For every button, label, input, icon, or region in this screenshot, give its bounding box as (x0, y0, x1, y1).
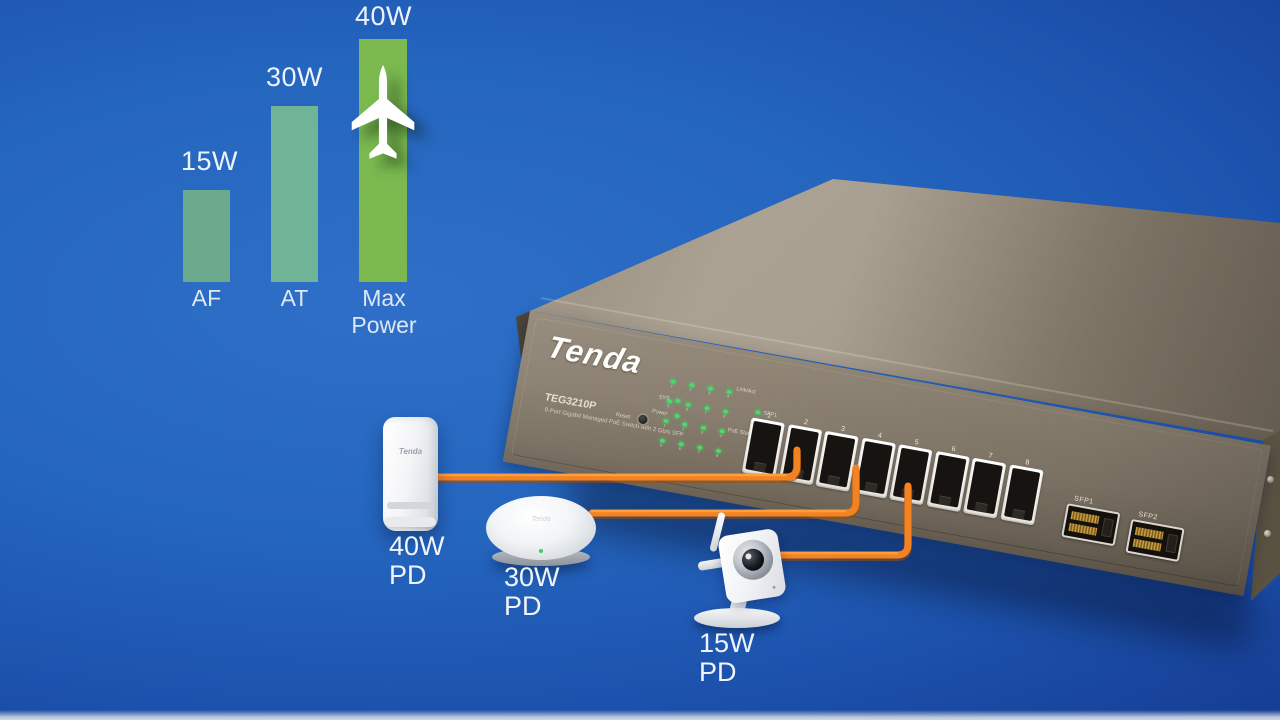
cpe-band (387, 502, 434, 509)
led-cell: 1 (668, 379, 676, 389)
ip-camera-device (686, 508, 798, 628)
led-cell: 7 (695, 445, 703, 455)
port-jack (745, 420, 782, 475)
port-bezel (962, 457, 1007, 519)
led-number: 1 (670, 383, 674, 389)
bar-value-at: 30W (266, 62, 324, 92)
port-bezel (815, 430, 859, 492)
sfp-pins (1132, 538, 1162, 552)
bar-category-max: Max Power (351, 285, 417, 338)
ap-status-led (539, 549, 543, 553)
led-cell: 5 (665, 398, 673, 409)
floor-strip (0, 710, 1280, 720)
sfp-pins (1068, 522, 1098, 536)
led-number: 2 (681, 426, 685, 432)
led-cell: 1 (661, 418, 669, 428)
ap-brand-label: Tenda (531, 516, 551, 523)
sfp-pins (1134, 526, 1164, 540)
cpe-brand-label: Tenda (398, 447, 423, 456)
jack-clip (826, 475, 841, 487)
jack-clip (1011, 508, 1025, 520)
bar-category-at: AT (280, 285, 309, 311)
led-cell: 7 (702, 405, 710, 416)
port-bezel (778, 424, 822, 486)
cpe-watts: 40W (389, 531, 445, 561)
port-jack (929, 454, 967, 508)
jack-clip (974, 501, 988, 513)
cpe-pd: PD (389, 560, 427, 590)
port-jack (819, 434, 856, 488)
bar-value-af: 15W (181, 146, 239, 176)
camera-pd: PD (699, 657, 737, 687)
ap-watts: 30W (504, 562, 560, 592)
led-number: 4 (719, 432, 723, 439)
camera-watts: 15W (699, 628, 755, 658)
led-number: 7 (696, 449, 701, 455)
jack-clip (753, 461, 767, 473)
cpe-power-label: 40W PD (389, 532, 445, 590)
led-cell: 3 (706, 386, 714, 396)
sfp-latch (1101, 518, 1115, 538)
camera-body (717, 527, 787, 605)
camera-lens (730, 536, 776, 583)
ceiling-ap-device: Tenda (486, 496, 596, 566)
led-cell: 6 (684, 402, 692, 412)
led-cell: 5 (658, 438, 666, 448)
outdoor-cpe-device: Tenda (383, 417, 438, 531)
led-number: 2 (689, 386, 693, 393)
camera-base (694, 608, 780, 628)
port-jack (892, 447, 930, 501)
led-cell: 3 (699, 425, 707, 435)
camera-lens-pupil (740, 547, 766, 573)
bar-af (183, 190, 230, 282)
camera-led-dot (772, 585, 776, 590)
led-number: 3 (700, 429, 704, 435)
led-cell: 2 (680, 421, 688, 432)
jack-clip (937, 495, 951, 507)
port-bezel (926, 450, 970, 513)
bar-at (271, 106, 318, 282)
port-jack (855, 440, 893, 495)
jack-clip (863, 481, 878, 493)
led-cell: 2 (687, 382, 695, 393)
sfp-latch (1165, 533, 1179, 554)
led-number: 8 (722, 413, 726, 419)
led-number: 3 (707, 390, 711, 396)
jack-clip (900, 488, 915, 500)
port-jack (966, 461, 1003, 515)
led-number: 5 (666, 403, 670, 409)
sfp-pins (1070, 511, 1100, 525)
port-bezel (852, 437, 896, 499)
port-jack (782, 427, 819, 481)
camera-power-label: 15W PD (699, 629, 755, 687)
lens-glint (745, 553, 752, 560)
cpe-foot (385, 517, 436, 527)
led-number: 7 (704, 409, 708, 416)
bar-category-af: AF (191, 285, 222, 311)
led-number: 4 (726, 393, 730, 399)
led-number: 5 (659, 442, 663, 448)
bar-value-max: 40W (355, 1, 413, 31)
ap-pd: PD (504, 591, 542, 621)
port-jack (1003, 467, 1040, 521)
led-number: 6 (678, 445, 682, 452)
led-number: 1 (663, 422, 667, 429)
screw-icon (1267, 476, 1274, 483)
port-bezel (889, 444, 933, 506)
screw-icon (1264, 530, 1271, 537)
ap-power-label: 30W PD (504, 563, 560, 621)
led-number: 8 (715, 452, 719, 458)
jack-clip (789, 468, 804, 480)
airplane-icon (351, 64, 415, 159)
led-number: 6 (685, 406, 689, 412)
led-cell: 6 (676, 441, 684, 452)
